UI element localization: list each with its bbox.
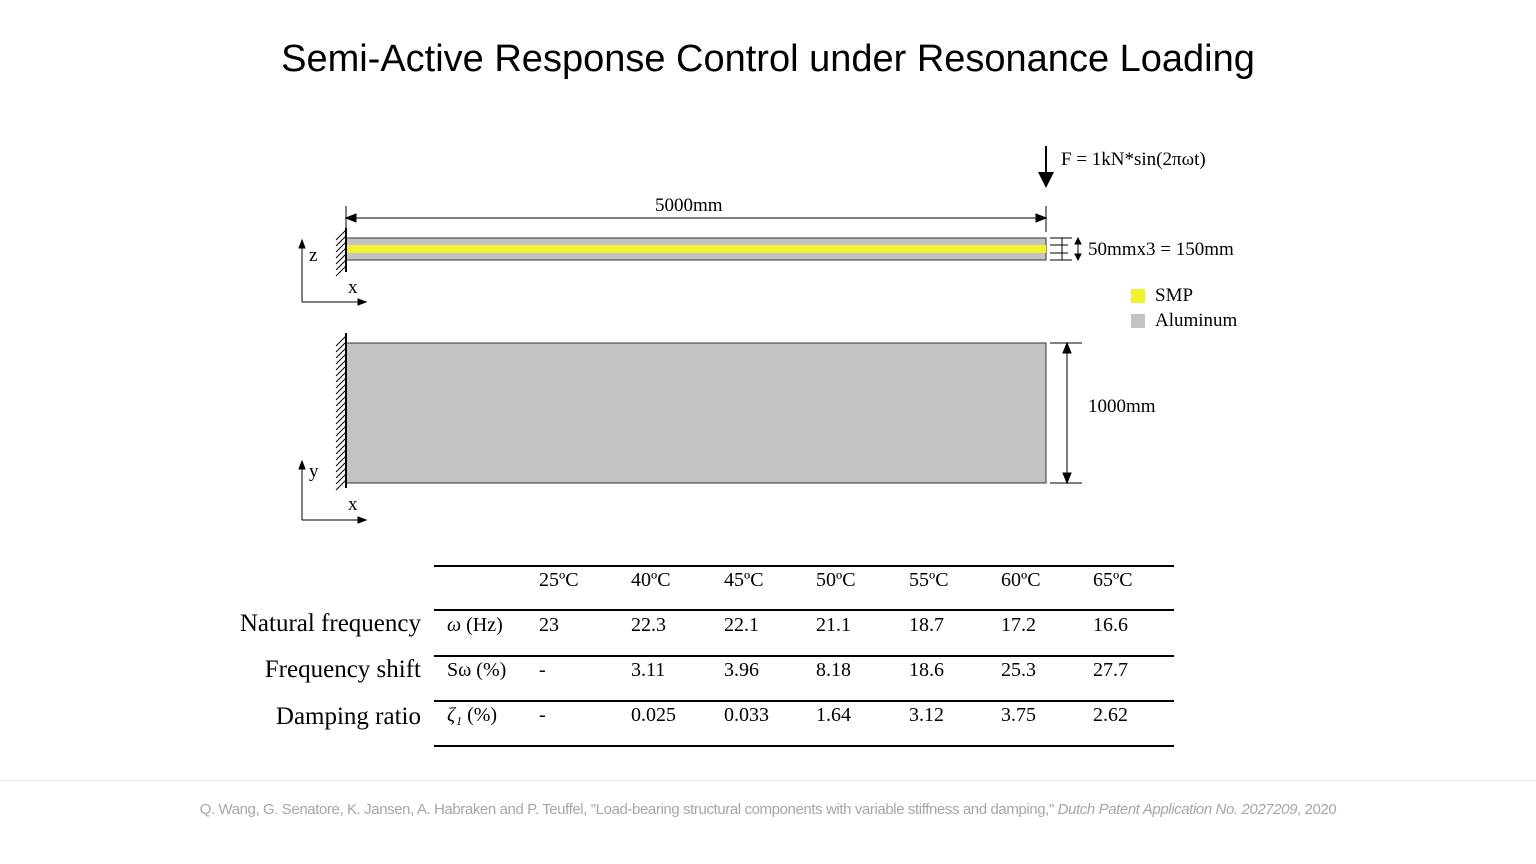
thickness-label: 50mmx3 = 150mm — [1088, 239, 1234, 260]
slide-title: Semi-Active Response Control under Reson… — [281, 38, 1255, 80]
column-header: 50ºC — [816, 569, 856, 591]
fixed-support-side — [335, 228, 347, 277]
legend-label-aluminum: Aluminum — [1155, 310, 1238, 331]
table-cell: 25.3 — [1001, 659, 1036, 681]
table-bottom-rule — [434, 745, 1174, 747]
citation-year: , 2020 — [1297, 801, 1337, 818]
row-label: Damping ratio — [275, 703, 421, 730]
axis-side-vertical-label: z — [309, 245, 318, 266]
table-cell: 16.6 — [1093, 614, 1128, 636]
force-label: F = 1kN*sin(2πωt) — [1061, 149, 1206, 170]
plan-view-plate — [345, 342, 1047, 484]
row-label: Natural frequency — [239, 610, 421, 637]
table-cell: 21.1 — [816, 614, 851, 636]
column-header: 40ºC — [631, 569, 671, 591]
legend-swatch-smp — [1131, 289, 1145, 303]
table-cell: 17.2 — [1001, 614, 1036, 636]
row-symbol: ζ₁ (%) — [447, 704, 497, 727]
legend-swatch-aluminum — [1131, 314, 1145, 328]
row-symbol: ω (Hz) — [447, 614, 503, 637]
table-cell: 22.1 — [724, 614, 759, 636]
fixed-support-plan — [335, 333, 347, 491]
axis-side-horizontal-label: x — [348, 277, 358, 298]
table-cell: 8.18 — [816, 659, 851, 681]
table-cell: 0.025 — [631, 704, 676, 726]
table-row-rule — [434, 655, 1174, 657]
width-label: 1000mm — [1088, 396, 1156, 417]
table-cell: 18.7 — [909, 614, 944, 636]
column-header: 65ºC — [1093, 569, 1133, 591]
force-arrow — [1038, 146, 1054, 188]
row-symbol: Sω (%) — [447, 659, 506, 682]
legend-label-smp: SMP — [1155, 285, 1194, 306]
axis-plan-horizontal-label: x — [348, 494, 358, 515]
width-dimension — [1050, 341, 1082, 485]
table-row-rule — [434, 700, 1174, 702]
footer-citation: Q. Wang, G. Senatore, K. Jansen, A. Habr… — [0, 801, 1536, 818]
table-cell: 22.3 — [631, 614, 666, 636]
column-header: 55ºC — [909, 569, 949, 591]
row-label: Frequency shift — [264, 656, 421, 683]
table-cell: 27.7 — [1093, 659, 1128, 681]
table-cell: - — [539, 704, 546, 726]
table-cell: 23 — [539, 614, 559, 636]
table-header-rule — [434, 609, 1174, 611]
table-top-rule — [434, 565, 1174, 567]
footer-divider — [0, 780, 1536, 781]
table-cell: 0.033 — [724, 704, 769, 726]
column-header: 60ºC — [1001, 569, 1041, 591]
table-cell: 2.62 — [1093, 704, 1128, 726]
row-symbol-glyph: ω — [447, 614, 462, 636]
table-cell: - — [539, 659, 546, 681]
axis-side — [298, 238, 368, 306]
table-cell: 3.11 — [631, 659, 666, 681]
table-cell: 3.75 — [1001, 704, 1036, 726]
row-symbol-glyph: ζ₁ — [447, 704, 463, 726]
row-unit: (Hz) — [461, 614, 503, 636]
row-symbol-glyph: Sω — [447, 659, 472, 681]
axis-plan — [298, 459, 368, 524]
axis-plan-vertical-label: y — [309, 461, 319, 482]
citation-text: Q. Wang, G. Senatore, K. Jansen, A. Habr… — [199, 801, 1055, 818]
citation-source: Dutch Patent Application No. 2027209 — [1057, 801, 1298, 818]
table-cell: 1.64 — [816, 704, 851, 726]
column-header: 45ºC — [724, 569, 764, 591]
smp-layer — [346, 245, 1046, 253]
column-header: 25ºC — [539, 569, 579, 591]
table-cell: 18.6 — [909, 659, 944, 681]
row-unit: (%) — [462, 704, 498, 726]
table-cell: 3.96 — [724, 659, 759, 681]
length-label: 5000mm — [655, 195, 723, 216]
table-cell: 3.12 — [909, 704, 944, 726]
length-dimension — [344, 206, 1048, 232]
side-view-beam — [345, 237, 1047, 261]
row-unit: (%) — [471, 659, 507, 681]
thickness-dimension — [1050, 236, 1082, 262]
